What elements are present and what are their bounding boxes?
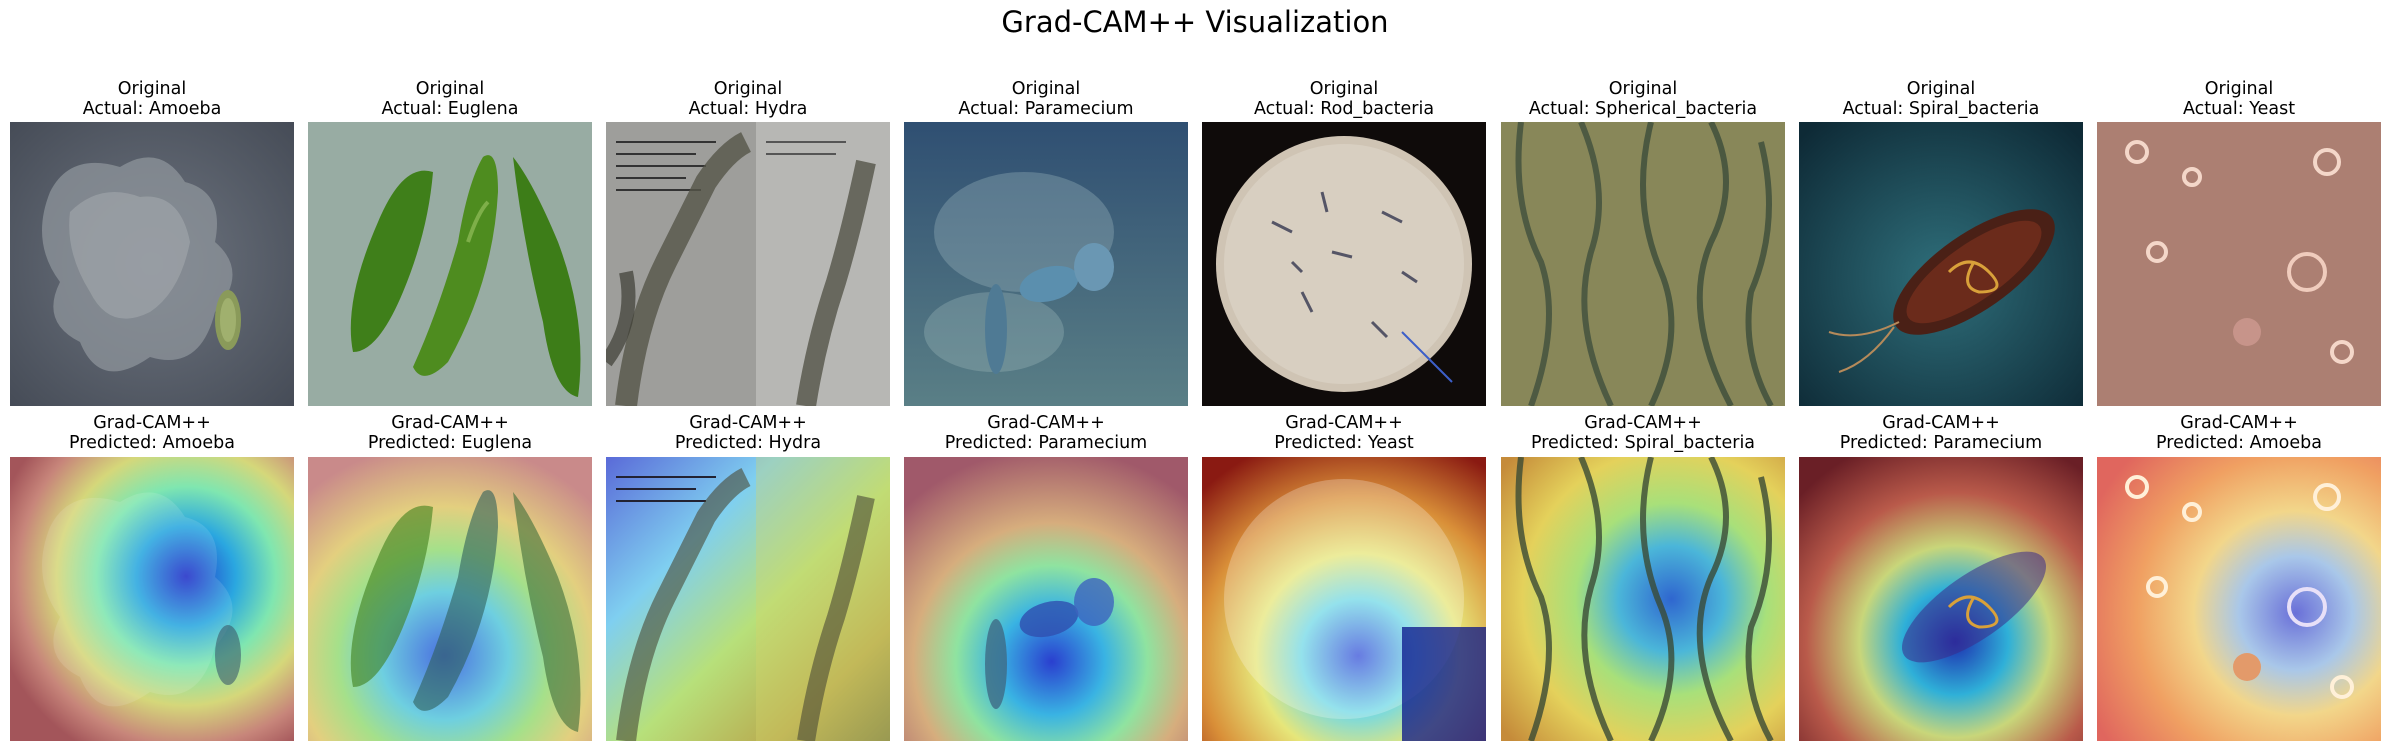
original-image-paramecium: [904, 122, 1188, 406]
original-image-rod-bacteria: [1202, 122, 1486, 406]
gradcam-heatmap-spiral-bacteria: [1799, 457, 2083, 741]
gradcam-title-rod-bacteria: Grad-CAM++Predicted: Yeast: [1274, 413, 1414, 453]
figure-title: Grad-CAM++ Visualization: [1001, 5, 1389, 39]
original-image-euglena: [308, 122, 592, 406]
original-image-yeast: [2097, 122, 2381, 406]
gradcam-heatmap-rod-bacteria: [1202, 457, 1486, 741]
gradcam-title-paramecium: Grad-CAM++Predicted: Paramecium: [944, 413, 1148, 453]
original-image-amoeba: [10, 122, 294, 406]
gradcam-heatmap-euglena: [308, 457, 592, 741]
gradcam-title-amoeba: Grad-CAM++Predicted: Amoeba: [69, 413, 235, 453]
gradcam-title-yeast: Grad-CAM++Predicted: Amoeba: [2156, 413, 2322, 453]
gradcam-heatmap-amoeba: [10, 457, 294, 741]
original-image-spherical-bacteria: [1501, 122, 1785, 406]
gradcam-heatmap-hydra: [606, 457, 890, 741]
gradcam-title-spiral-bacteria: Grad-CAM++Predicted: Paramecium: [1839, 413, 2043, 453]
original-image-hydra: [606, 122, 890, 406]
gradcam-heatmap-spherical-bacteria: [1501, 457, 1785, 741]
gradcam-title-spherical-bacteria: Grad-CAM++Predicted: Spiral_bacteria: [1530, 413, 1756, 453]
gradcam-heatmap-yeast: [2097, 457, 2381, 741]
gradcam-title-hydra: Grad-CAM++Predicted: Hydra: [674, 413, 822, 453]
gradcam-title-euglena: Grad-CAM++Predicted: Euglena: [367, 413, 533, 453]
gradcam-heatmap-paramecium: [904, 457, 1188, 741]
original-image-spiral-bacteria: [1799, 122, 2083, 406]
